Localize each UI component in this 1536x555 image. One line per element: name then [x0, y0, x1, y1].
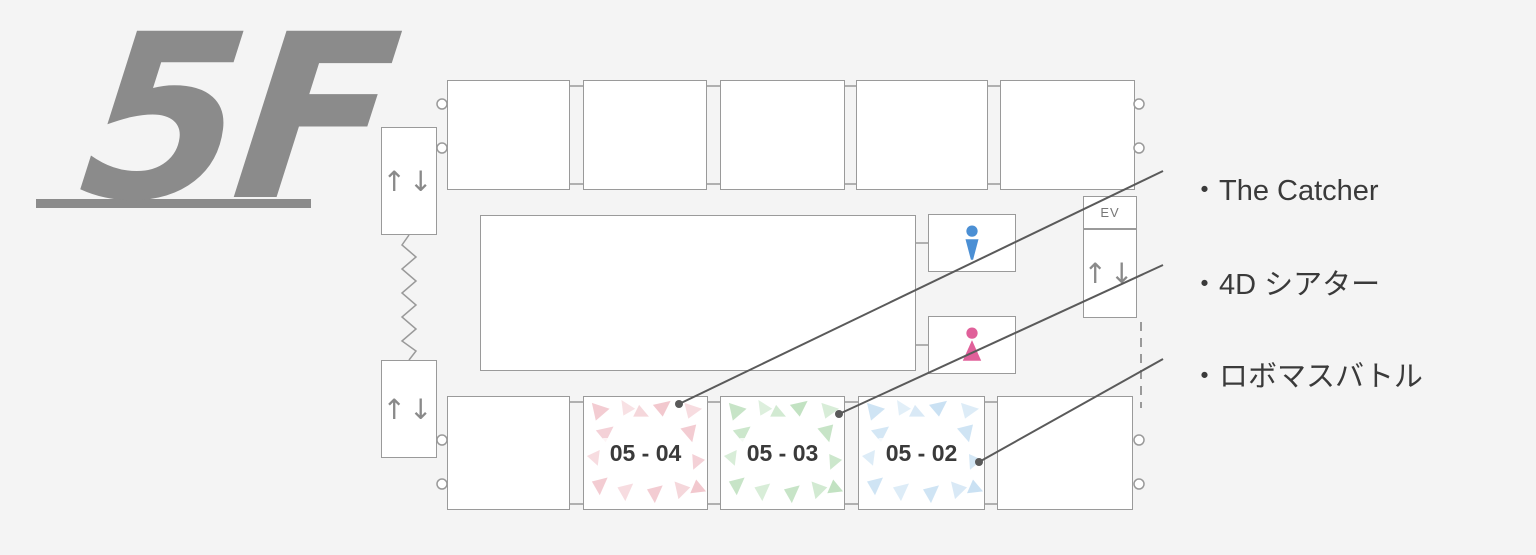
- room-label-05-03: 05 - 03: [738, 437, 827, 469]
- room-05-04: 05 - 04: [583, 396, 708, 510]
- legend-item-4d-theater: ・4D シアター: [1190, 269, 1381, 301]
- room-05-02: 05 - 02: [858, 396, 985, 510]
- elevator-up-down-icon: ↑↓: [382, 164, 436, 198]
- legend-item-robo-battle: ・ロボマスバトル: [1190, 361, 1423, 393]
- elevator-up-down-icon: ↑↓: [382, 392, 436, 426]
- elevator-box-bottom-left: ↑↓: [381, 360, 437, 458]
- elevator-box-top-left: ↑↓: [381, 127, 437, 235]
- floor-underline: [36, 199, 311, 208]
- restroom-women: [928, 316, 1016, 374]
- elevator-up-down-icon: ↑↓: [1083, 257, 1137, 290]
- restroom-men: [928, 214, 1016, 272]
- central-hall: [480, 215, 916, 371]
- ev-label: EV: [1100, 205, 1120, 220]
- room-top-3: [720, 80, 845, 190]
- room-05-03: 05 - 03: [720, 396, 845, 510]
- room-bottom-left: [447, 396, 570, 510]
- floor-label: 5F: [69, 0, 405, 251]
- room-top-1: [447, 80, 570, 190]
- ev-label-box: EV: [1083, 196, 1137, 229]
- room-top-5: [1000, 80, 1135, 190]
- room-label-05-04: 05 - 04: [601, 437, 690, 469]
- male-restroom-icon: [965, 225, 979, 260]
- zigzag-connector: [400, 234, 418, 361]
- room-top-2: [583, 80, 707, 190]
- elevator-box-right: ↑↓: [1083, 229, 1137, 318]
- room-bottom-right: [997, 396, 1133, 510]
- room-top-4: [856, 80, 988, 190]
- female-restroom-icon: [962, 327, 982, 361]
- room-label-05-02: 05 - 02: [877, 437, 966, 469]
- legend-item-the-catcher: ・The Catcher: [1190, 175, 1379, 207]
